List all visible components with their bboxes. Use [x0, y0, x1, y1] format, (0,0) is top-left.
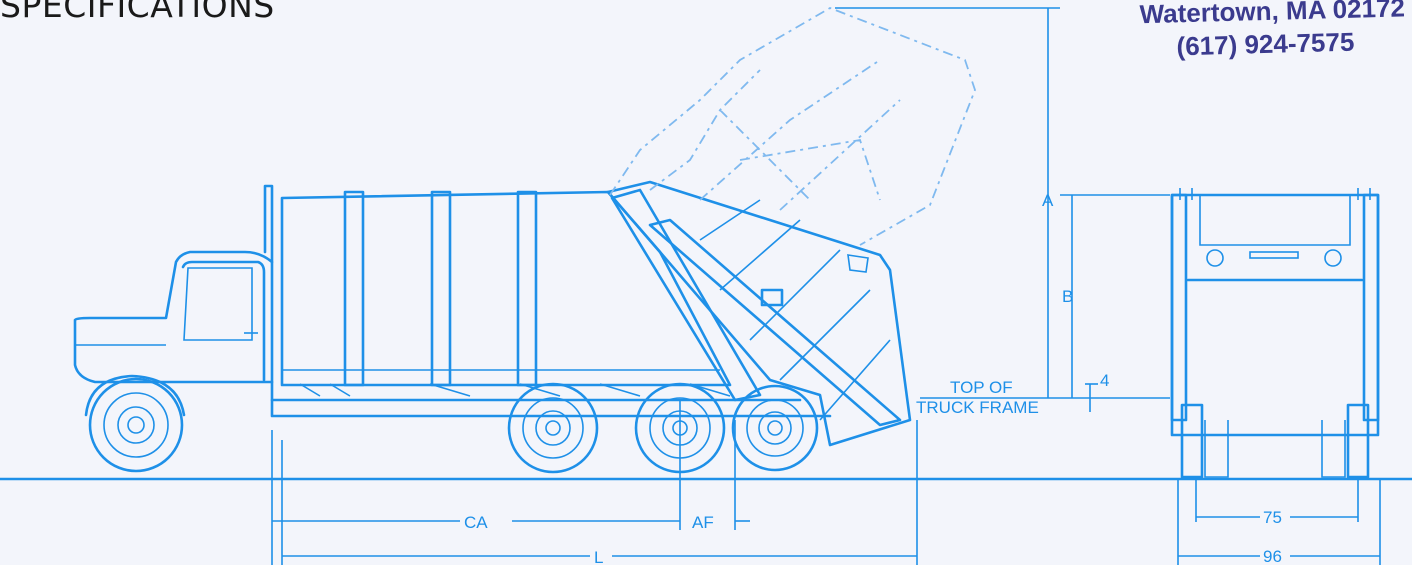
tailgate-arm-front [610, 188, 762, 402]
label-l: L [594, 548, 603, 565]
rear-left-light [1206, 249, 1224, 267]
frame-brackets [299, 383, 731, 397]
label-75: 75 [1263, 508, 1282, 527]
page-heading: SPECIFICATIONS [0, 0, 275, 25]
rear-body-outline [1170, 193, 1380, 437]
label-96: 96 [1263, 547, 1282, 565]
body-rib-1 [343, 190, 365, 387]
cab-outline [73, 250, 274, 384]
rear-right-wheel [1346, 403, 1370, 479]
hydraulic-cylinder [760, 288, 784, 307]
label-ca: CA [464, 513, 488, 532]
rear-dual-wheels [1204, 420, 1346, 478]
label-a: A [1042, 191, 1054, 210]
body-rib-2 [430, 190, 452, 387]
length-dimensions [271, 400, 918, 565]
tailgate-arm-rear [648, 218, 902, 427]
raised-tailgate-bracing [649, 59, 901, 211]
rear-right-post [1362, 193, 1380, 422]
truck-rear-view [1170, 188, 1381, 565]
rear-hopper-top [1199, 195, 1351, 246]
tailgate-latch [847, 254, 869, 273]
label-four: 4 [1100, 371, 1109, 390]
chassis-frame [270, 380, 832, 418]
height-dimensions [835, 7, 1170, 412]
front-wheel [88, 377, 184, 473]
rear-wheel-3 [731, 384, 819, 472]
rear-plate [1249, 251, 1299, 259]
truck-side-view [73, 7, 976, 474]
body-rib-3 [516, 190, 538, 387]
rear-left-wheel [1180, 403, 1204, 479]
rear-left-post [1170, 193, 1188, 422]
label-b: B [1062, 287, 1073, 306]
label-frame-line2: TRUCK FRAME [916, 398, 1039, 417]
cab-door [181, 260, 266, 382]
body-box [280, 190, 732, 387]
tailgate-bracing [699, 199, 891, 421]
rear-right-light [1324, 249, 1342, 267]
raised-tailgate-outline [609, 7, 976, 246]
front-fender [84, 374, 186, 417]
exhaust-stack [263, 184, 274, 264]
label-af: AF [692, 513, 714, 532]
label-frame-line1: TOP OF [950, 378, 1013, 397]
rear-wheel-1 [507, 382, 599, 474]
rear-lift-hooks [1179, 188, 1371, 200]
cab-window [183, 267, 253, 341]
